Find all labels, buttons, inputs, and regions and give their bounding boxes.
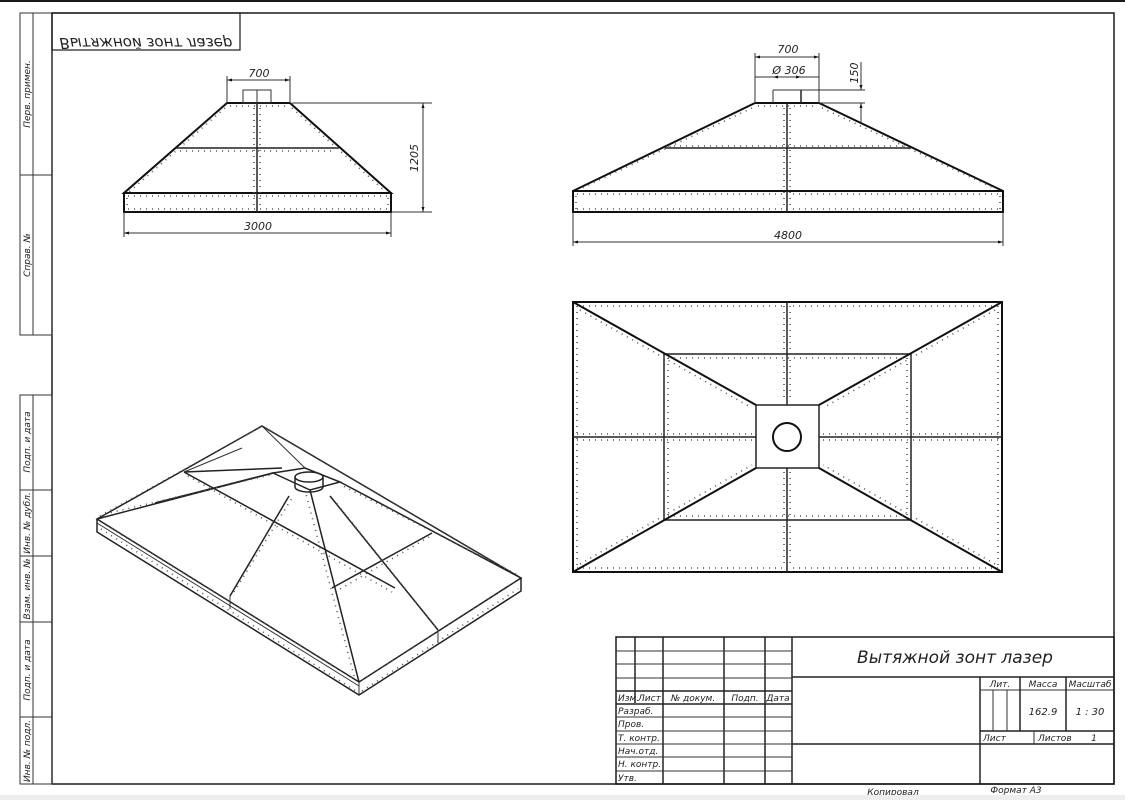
side-dim-pipe-height: 150 [848,63,861,84]
window-top-edge [0,0,1125,2]
role-t-kontr: Т. контр. [618,734,660,744]
sheets-label: Листов [1037,734,1072,744]
header-doc-no: № докум. [670,694,715,704]
header-date: Дата [765,694,789,704]
title-block-title: Вытяжной зонт лазер [857,648,1053,668]
mirrored-stamp-text: Вытяжной зонт лазер [60,34,233,52]
front-dim-width: 3000 [244,220,272,233]
title-block [615,636,1115,785]
strip-label-vzam-inv: Взам. инв. № [23,558,33,619]
sheet-frame [51,12,1115,785]
strip-label-inv-dubl: Инв. № дубл. [23,492,33,554]
header-list: Лист [637,694,662,704]
side-view [572,53,1004,246]
role-utv: Утв. [618,774,637,784]
front-dim-height: 1205 [408,144,421,172]
lit-label: Лит. [989,680,1011,690]
header-izm: Изм. [618,694,639,704]
isometric-view [95,425,523,696]
sheets-value: 1 [1091,734,1097,744]
mirrored-stamp-box [51,12,241,51]
format-label: Формат A3 [990,786,1042,796]
strip-label-sprav-no: Справ. № [23,233,33,277]
role-n-kontr: Н. контр. [618,760,661,770]
role-razrab: Разраб. [618,707,653,717]
side-dim-top: 700 [778,43,799,56]
left-side-strip [19,12,53,785]
mass-label: Масса [1029,680,1058,690]
window-bottom-edge [0,795,1125,800]
side-dim-pipe-diameter: Ø 306 [771,64,805,77]
scale-label: Масштаб [1069,680,1112,690]
front-view [121,76,432,237]
header-sign: Подп. [731,694,758,704]
front-dim-top: 700 [249,67,270,80]
strip-label-podp-data-2: Подп. и дата [23,639,33,700]
scale-value: 1 : 30 [1076,707,1105,718]
sheet-label: Лист [982,734,1007,744]
strip-label-podp-data-1: Подп. и дата [23,411,33,472]
mass-value: 162.9 [1029,707,1058,718]
role-nach-otd: Нач.отд. [618,747,658,757]
strip-label-perv-primen: Перв. примен. [23,60,33,128]
role-prov: Пров. [618,720,644,730]
copied-label: Копировал [867,788,919,798]
top-view [572,301,1003,573]
strip-label-inv-podl: Инв. № подл. [23,720,33,782]
side-dim-width: 4800 [774,229,802,242]
